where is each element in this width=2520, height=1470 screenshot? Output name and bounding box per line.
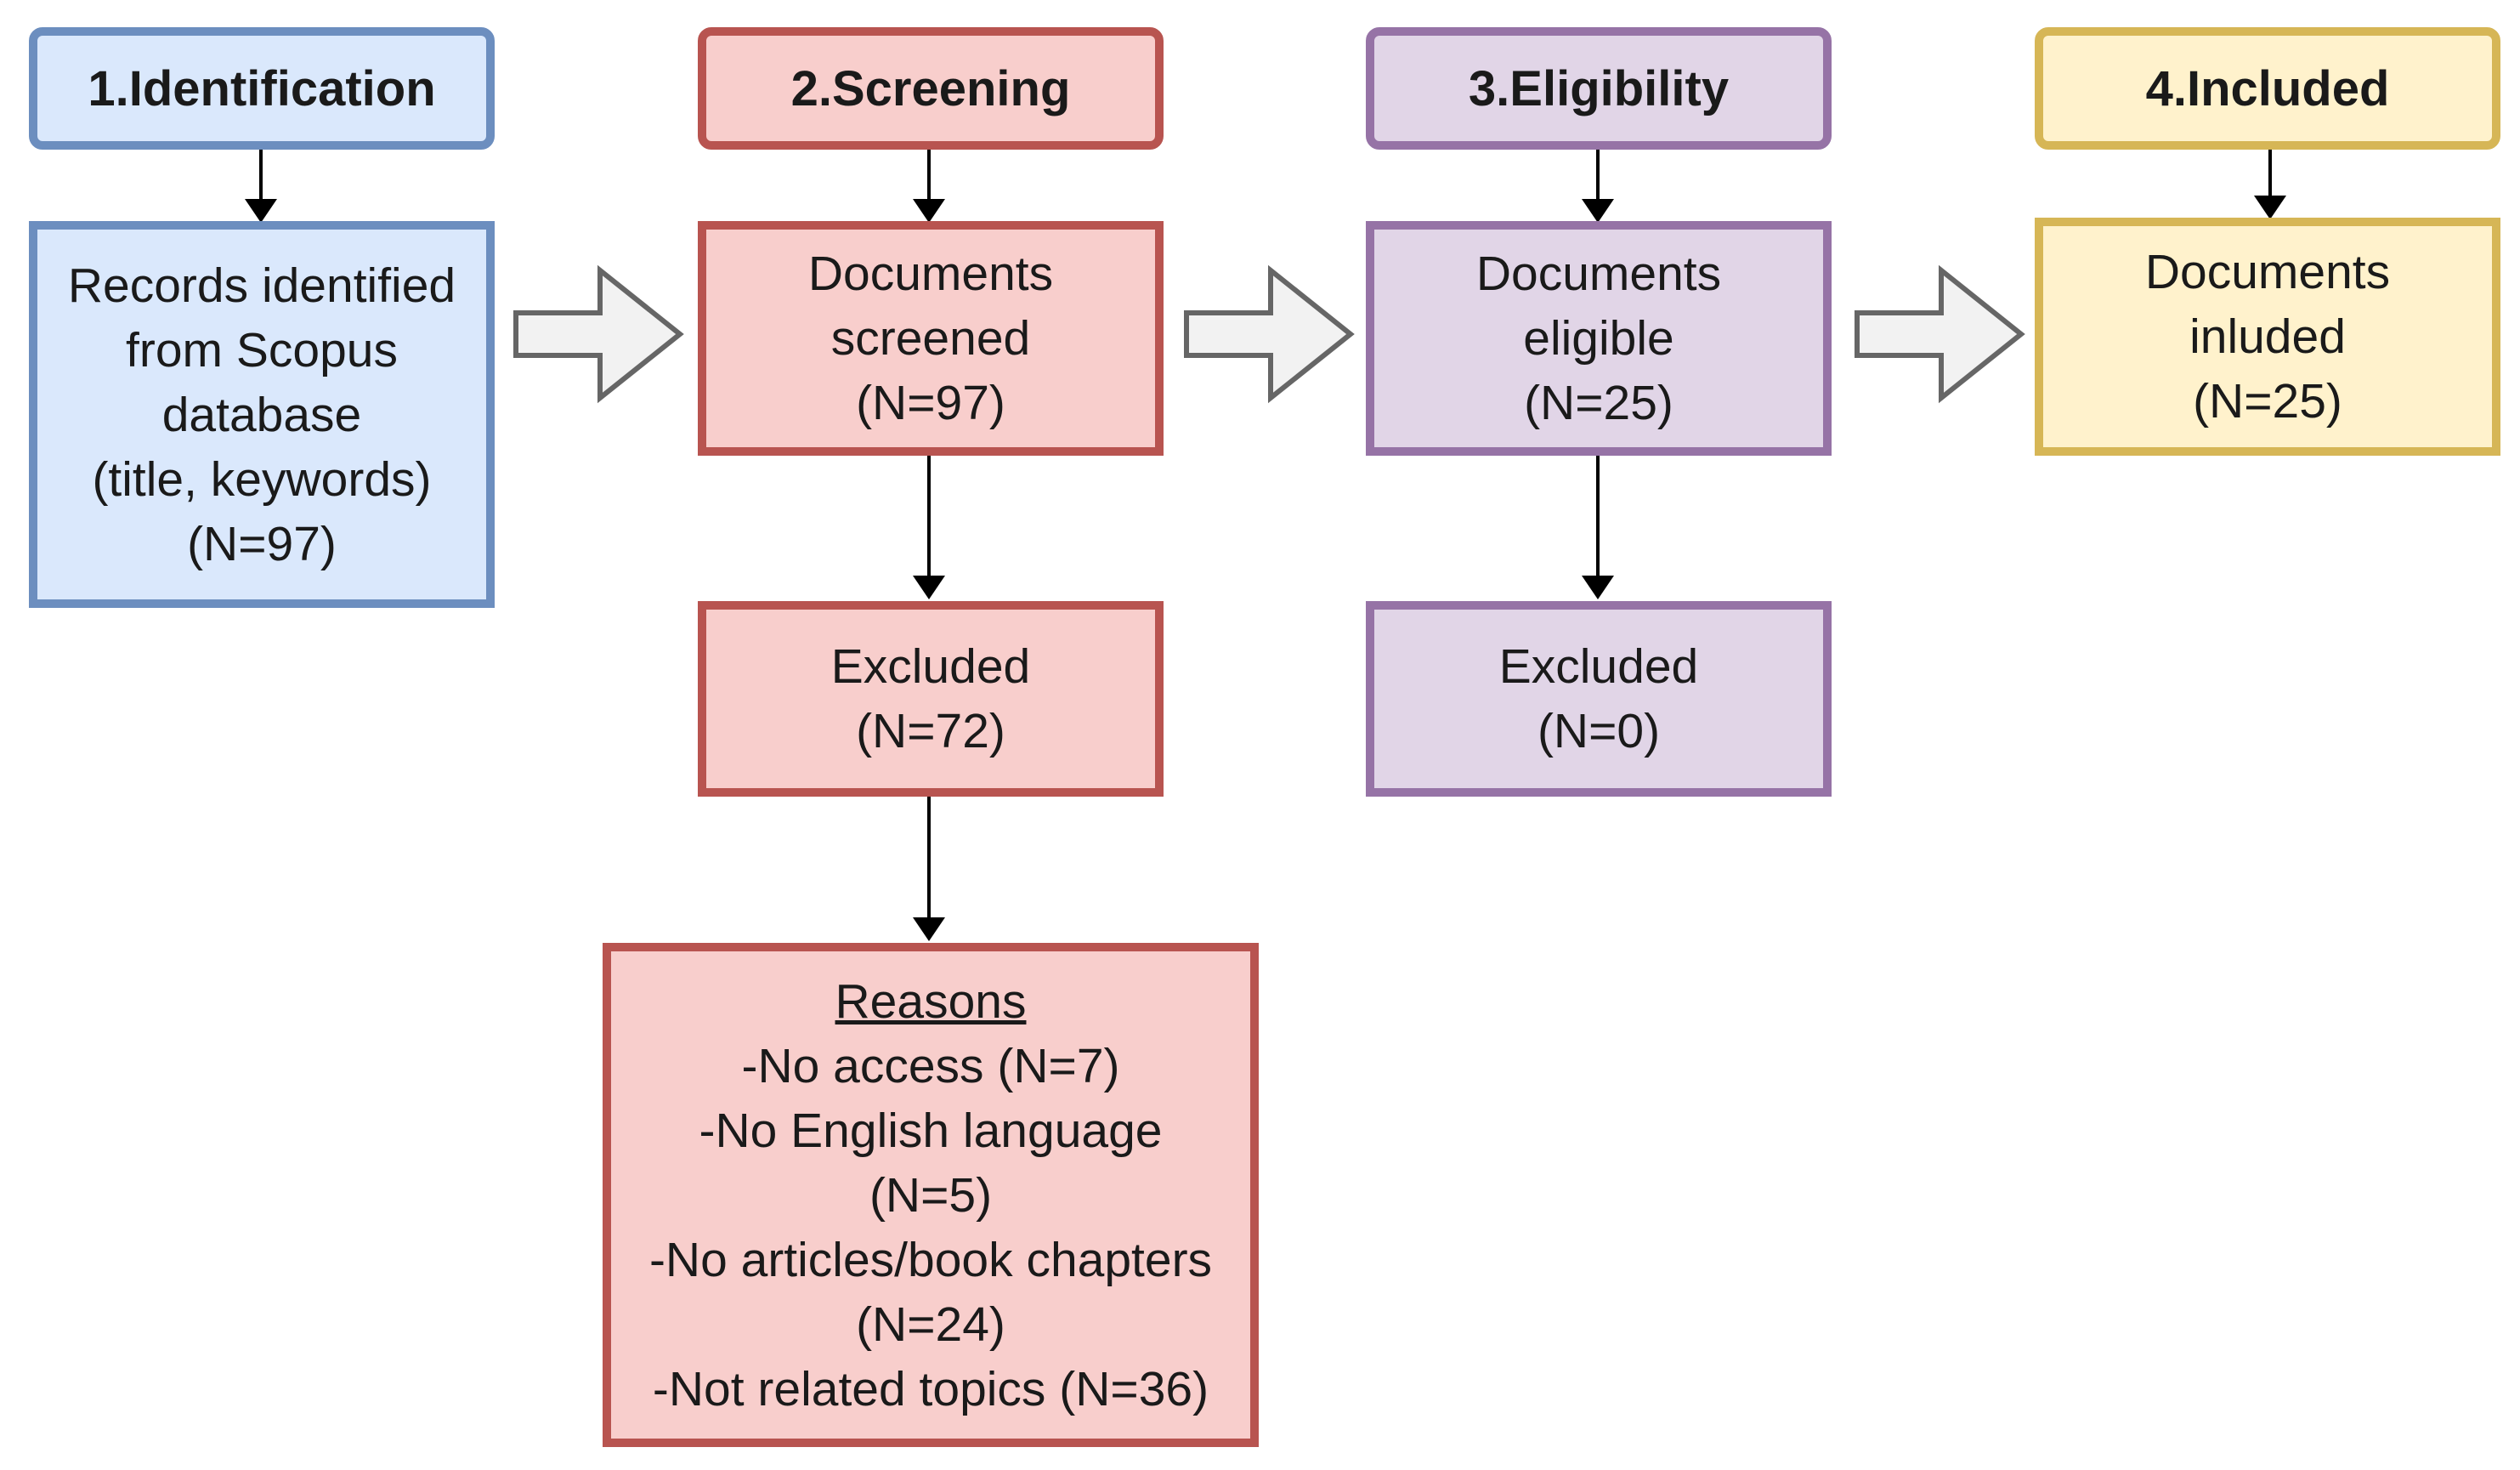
header-identification: 1.Identification [29, 27, 495, 150]
reason-line-6: -Not related topics (N=36) [652, 1361, 1209, 1416]
reasons-title: Reasons [835, 973, 1027, 1029]
reason-line-4: -No articles/book chapters [648, 1232, 1213, 1287]
eligible-line-3: (N=25) [1524, 376, 1673, 430]
arrowhead-eligibility-eligible [1582, 199, 1614, 223]
records-line-2: from Scopus [126, 322, 398, 377]
header-screening: 2.Screening [698, 27, 1164, 150]
included-line-3: (N=25) [2193, 374, 2342, 429]
header-included: 4.Included [2035, 27, 2500, 150]
records-line-3: database [161, 387, 362, 442]
records-line-4: (title, keywords) [92, 451, 432, 507]
header-identification-label: 1.Identification [88, 60, 436, 116]
arrowhead-included-included [2254, 196, 2286, 219]
flow-arrow-3 [1855, 264, 2025, 404]
header-included-label: 4.Included [2145, 60, 2390, 116]
records-line-5: (N=97) [187, 516, 337, 571]
documents-screened-box: Documents screened (N=97) [698, 221, 1164, 456]
records-identified-box: Records identified from Scopus database … [29, 221, 495, 608]
eligibility-excluded-box: Excluded (N=0) [1366, 601, 1832, 797]
header-eligibility: 3.Eligibility [1366, 27, 1832, 150]
reason-line-1: -No access (N=7) [741, 1038, 1120, 1093]
screened-line-1: Documents [807, 247, 1054, 301]
documents-included-box: Documents inluded (N=25) [2035, 218, 2500, 456]
screening-excluded-box: Excluded (N=72) [698, 601, 1164, 797]
records-line-1: Records identified [67, 258, 456, 313]
arrowhead-screening-excluded [913, 576, 945, 599]
eligibility-excluded-line-1: Excluded [1498, 639, 1699, 694]
screening-excluded-line-2: (N=72) [856, 704, 1005, 758]
arrowhead-eligibility-excluded [1582, 576, 1614, 599]
reason-line-5: (N=24) [856, 1297, 1005, 1352]
reason-line-2: -No English language [699, 1103, 1163, 1158]
eligible-line-1: Documents [1475, 247, 1722, 301]
flow-arrow-2 [1184, 264, 1355, 404]
arrowhead-reasons [913, 917, 945, 941]
screened-line-2: screened [830, 311, 1031, 366]
header-eligibility-label: 3.Eligibility [1468, 60, 1730, 116]
eligible-line-2: eligible [1523, 311, 1674, 366]
header-screening-label: 2.Screening [790, 60, 1071, 116]
arrowhead-identification-records [245, 199, 277, 223]
included-line-2: inluded [2189, 309, 2346, 364]
screening-excluded-line-1: Excluded [830, 639, 1031, 694]
reason-line-3: (N=5) [869, 1167, 993, 1223]
exclusion-reasons-box: Reasons -No access (N=7) -No English lan… [603, 943, 1259, 1447]
arrowhead-screening-screened [913, 199, 945, 223]
screened-line-3: (N=97) [856, 376, 1005, 430]
eligibility-excluded-line-2: (N=0) [1537, 704, 1661, 758]
flow-arrow-1 [513, 264, 684, 404]
included-line-1: Documents [2144, 245, 2391, 299]
documents-eligible-box: Documents eligible (N=25) [1366, 221, 1832, 456]
